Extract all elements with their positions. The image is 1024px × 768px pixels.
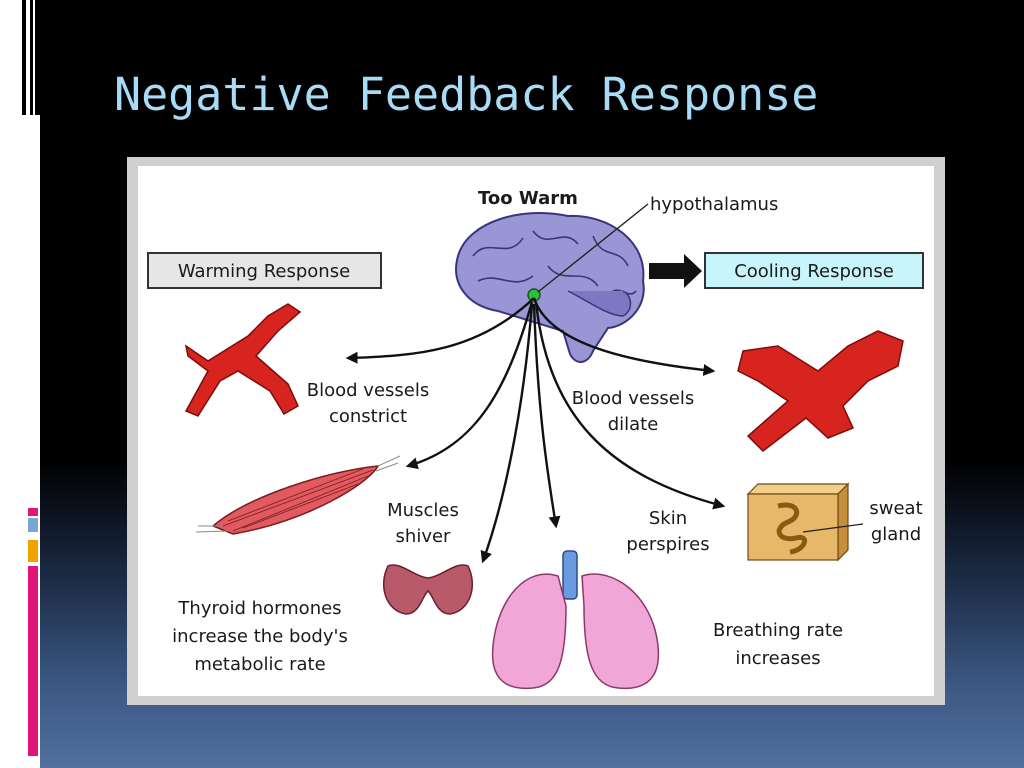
sweat-gland-line-1: sweat	[869, 498, 922, 519]
breathing-line-1: Breathing rate	[713, 620, 843, 641]
arrow-thyroid	[480, 303, 534, 564]
decor-stripe	[22, 0, 26, 115]
slide-title: Negative Feedback Response	[114, 68, 819, 121]
breathing-line-2: increases	[735, 648, 820, 669]
response-arrows	[345, 297, 726, 564]
too-warm-label: Too Warm	[478, 188, 578, 209]
shiver-line-1: Muscles	[387, 500, 459, 521]
warming-response-label: Warming Response	[178, 261, 350, 282]
brain-illustration	[455, 212, 645, 363]
hypothalamus-label: hypothalamus	[650, 194, 778, 215]
diagram-frame: Too Warm hypothalamus Warming Response C…	[127, 157, 945, 705]
accent-pink-mark	[28, 508, 38, 516]
hypothalamus-pointer	[537, 203, 649, 293]
warming-response-box: Warming Response	[147, 252, 382, 289]
constrict-line-1: Blood vessels	[307, 380, 429, 401]
thyroid-line-3: metabolic rate	[194, 654, 325, 675]
sweat-gland-line-2: gland	[871, 524, 921, 545]
cooling-response-label: Cooling Response	[734, 261, 894, 282]
arrow-skin	[534, 301, 726, 510]
shiver-line-2: shiver	[396, 526, 452, 547]
thyroid-illustration	[383, 564, 473, 615]
decor-stripe	[30, 0, 33, 115]
accent-blue-mark	[28, 518, 38, 532]
sweat-gland-illustration	[746, 482, 864, 562]
dilated-vessel-illustration	[737, 330, 904, 452]
dilate-line-1: Blood vessels	[572, 388, 694, 409]
thyroid-line-2: increase the body's	[172, 626, 348, 647]
constrict-line-2: constrict	[329, 406, 407, 427]
arrow-constrict	[345, 297, 535, 364]
arrow-shiver	[405, 301, 534, 470]
accent-orange-mark	[28, 540, 38, 562]
dilate-line-2: dilate	[608, 414, 659, 435]
arrow-lungs	[532, 303, 561, 529]
decor-stripe	[35, 0, 40, 115]
cooling-response-box: Cooling Response	[704, 252, 924, 289]
arrow-to-cooling	[649, 254, 702, 288]
thyroid-line-1: Thyroid hormones	[177, 598, 341, 619]
arrow-dilate	[532, 297, 716, 376]
diagram-canvas: Too Warm hypothalamus Warming Response C…	[138, 166, 934, 696]
muscle-illustration	[195, 455, 401, 535]
left-decor-band	[0, 0, 40, 768]
skin-line-1: Skin	[649, 508, 687, 529]
feedback-diagram: Too Warm hypothalamus Warming Response C…	[147, 188, 924, 690]
constricted-vessel-illustration	[184, 303, 302, 417]
lungs-illustration	[491, 550, 660, 690]
skin-line-2: perspires	[626, 534, 709, 555]
accent-pink-bar	[28, 566, 38, 756]
